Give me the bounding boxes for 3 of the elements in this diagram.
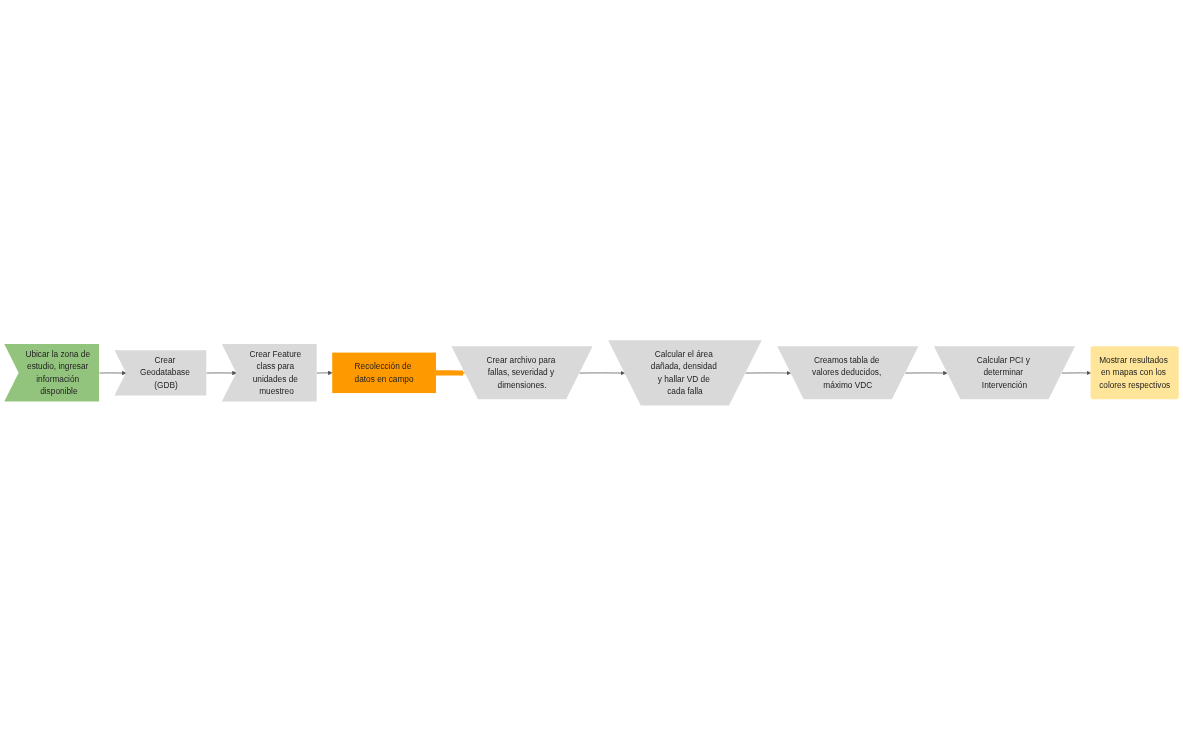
arrow [434, 370, 466, 376]
node-box: Mostrar resultados en mapas con los colores respectivos [1090, 346, 1179, 400]
node-box: Recolección de datos en campo [332, 352, 436, 394]
